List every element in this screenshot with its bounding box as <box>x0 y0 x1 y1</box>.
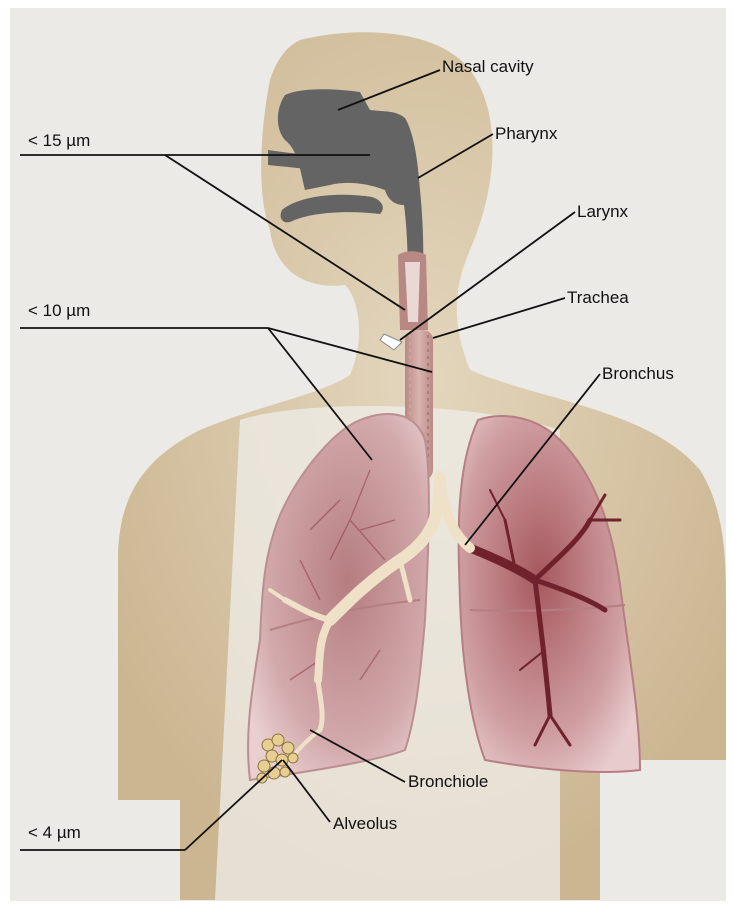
label-bronchiole: Bronchiole <box>408 772 488 791</box>
label-pharynx: Pharynx <box>495 124 558 143</box>
label-nasal-cavity: Nasal cavity <box>442 57 534 76</box>
label-alveolus: Alveolus <box>333 814 397 833</box>
label-size-15um: < 15 µm <box>28 131 90 150</box>
label-larynx: Larynx <box>577 202 629 221</box>
label-size-4um: < 4 µm <box>28 823 81 842</box>
label-bronchus: Bronchus <box>602 364 674 383</box>
label-trachea: Trachea <box>567 288 629 307</box>
label-size-10um: < 10 µm <box>28 301 90 320</box>
